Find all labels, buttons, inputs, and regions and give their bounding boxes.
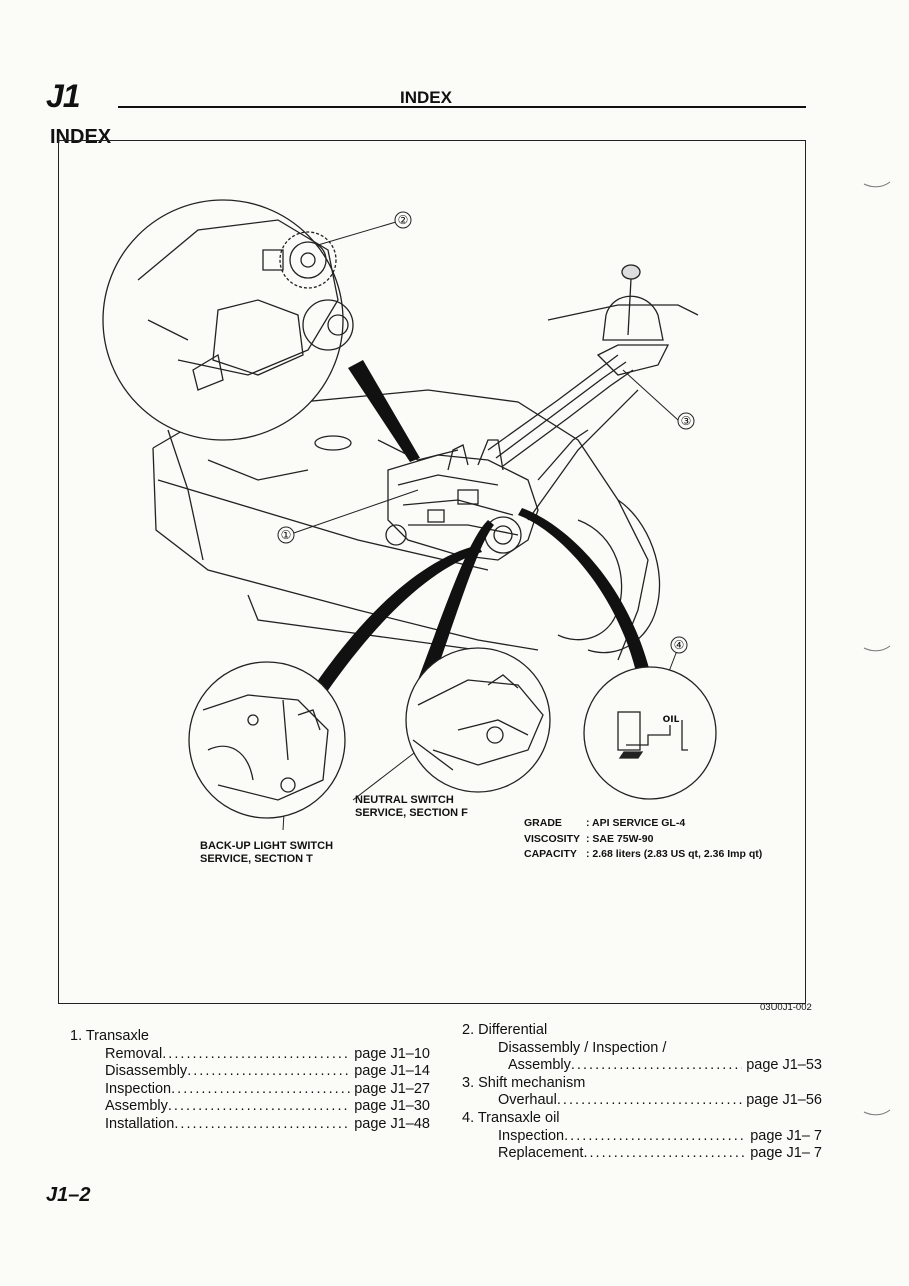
entry-label: Replacement [498, 1145, 584, 1162]
dot-leader [168, 1098, 350, 1116]
spec-viscosity: VISCOSITY : SAE 75W-90 [524, 832, 762, 848]
callout-4: ④ [674, 638, 685, 652]
entry-label: Overhaul [498, 1092, 557, 1109]
entry-label: Assembly [508, 1057, 571, 1074]
entry-page: page J1–10 [354, 1045, 430, 1062]
entry-label: Inspection [498, 1127, 565, 1144]
spec-key: GRADE [524, 817, 562, 829]
entry-page: page J1–56 [746, 1092, 822, 1109]
transaxle-illustration: ② ① ③ ④ OIL [102, 199, 717, 831]
spec-capacity: CAPACITY : 2.68 liters (2.83 US qt, 2.36… [524, 847, 762, 863]
backup-switch-detail [188, 661, 346, 819]
dot-leader [174, 1116, 350, 1134]
callout-1: ① [281, 528, 292, 542]
oil-spec-block: GRADE : API SERVICE GL-4 VISCOSITY : SAE… [524, 816, 762, 863]
index-entry[interactable]: Inspection page J1– 7 [498, 1128, 822, 1146]
oil-detail [583, 666, 717, 800]
entry-page: page J1– 7 [750, 1127, 822, 1144]
differential-heading: 2. Differential [462, 1022, 548, 1038]
neutral-switch-label: NEUTRAL SWITCH SERVICE, SECTION F [355, 794, 468, 819]
backup-light-switch-label: BACK-UP LIGHT SWITCH SERVICE, SECTION T [200, 840, 334, 865]
callout-circles [277, 211, 695, 654]
figure-code: 03U0J1-002 [760, 1002, 812, 1013]
callout-2: ② [398, 213, 409, 227]
shift-mechanism-heading: 3. Shift mechanism [462, 1074, 586, 1091]
dot-leader [571, 1057, 742, 1075]
transaxle-heading: 1. Transaxle [70, 1028, 149, 1044]
figure-frame [58, 140, 806, 1004]
entry-label: Disassembly [105, 1063, 188, 1080]
spec-grade: GRADE : API SERVICE GL-4 [524, 816, 762, 832]
entry-label: Removal [105, 1045, 163, 1062]
spec-value: : SAE 75W-90 [586, 832, 654, 845]
index-entry[interactable]: Replacement page J1– 7 [498, 1145, 822, 1163]
entry-page: page J1–30 [354, 1098, 430, 1115]
index-entry[interactable]: Installation page J1–48 [105, 1116, 430, 1134]
leader-lines [282, 221, 679, 831]
header-title: INDEX [400, 88, 452, 107]
index-column-left: 1. Transaxle Removal page J1–10 Disassemb… [70, 1028, 430, 1134]
differential-detail [102, 199, 354, 441]
index-heading: INDEX [50, 126, 112, 148]
neutral-switch-detail [405, 647, 551, 793]
entry-page: page J1– 7 [750, 1145, 822, 1162]
index-entry[interactable]: Assembly page J1–53 [508, 1057, 822, 1075]
entry-label: Inspection [105, 1080, 172, 1097]
entry-page: page J1–27 [354, 1080, 430, 1097]
dot-leader [564, 1128, 746, 1146]
dot-leader [162, 1046, 350, 1064]
binder-marks [863, 181, 891, 1116]
shift-mechanism-drawing [487, 264, 699, 467]
spec-key: VISCOSITY [524, 832, 581, 845]
index-column-right: 2. Differential Disassembly / Inspection… [462, 1022, 822, 1163]
spec-key: CAPACITY [524, 848, 577, 860]
index-entry[interactable]: Removal page J1–10 [105, 1046, 430, 1064]
oil-symbol-label: OIL [663, 715, 680, 725]
index-entry[interactable]: Assembly page J1–30 [105, 1098, 430, 1116]
page-number: J1–2 [46, 1184, 91, 1206]
index-entry[interactable]: Overhaul page J1–56 [498, 1092, 822, 1110]
transaxle-drawing [385, 439, 539, 561]
dot-leader [583, 1145, 746, 1163]
entry-page: page J1–53 [746, 1057, 822, 1074]
entry-page: page J1–14 [354, 1063, 430, 1080]
dot-leader [171, 1081, 350, 1099]
header-rule [118, 106, 806, 108]
spec-value: : API SERVICE GL-4 [586, 817, 686, 829]
dot-leader [557, 1092, 742, 1110]
connector-bands [308, 360, 652, 702]
spec-value: : 2.68 liters (2.83 US qt, 2.36 Imp qt) [586, 848, 763, 860]
index-entry[interactable]: Inspection page J1–27 [105, 1081, 430, 1099]
transaxle-oil-heading: 4. Transaxle oil [462, 1109, 560, 1126]
differential-line: Disassembly / Inspection / [498, 1039, 667, 1056]
entry-label: Installation [105, 1115, 175, 1132]
entry-page: page J1–48 [354, 1115, 430, 1132]
callout-3: ③ [681, 414, 692, 428]
dot-leader [187, 1063, 350, 1081]
index-entry[interactable]: Disassembly page J1–14 [105, 1063, 430, 1081]
entry-label: Assembly [105, 1098, 168, 1115]
section-code: J1 [46, 78, 81, 114]
